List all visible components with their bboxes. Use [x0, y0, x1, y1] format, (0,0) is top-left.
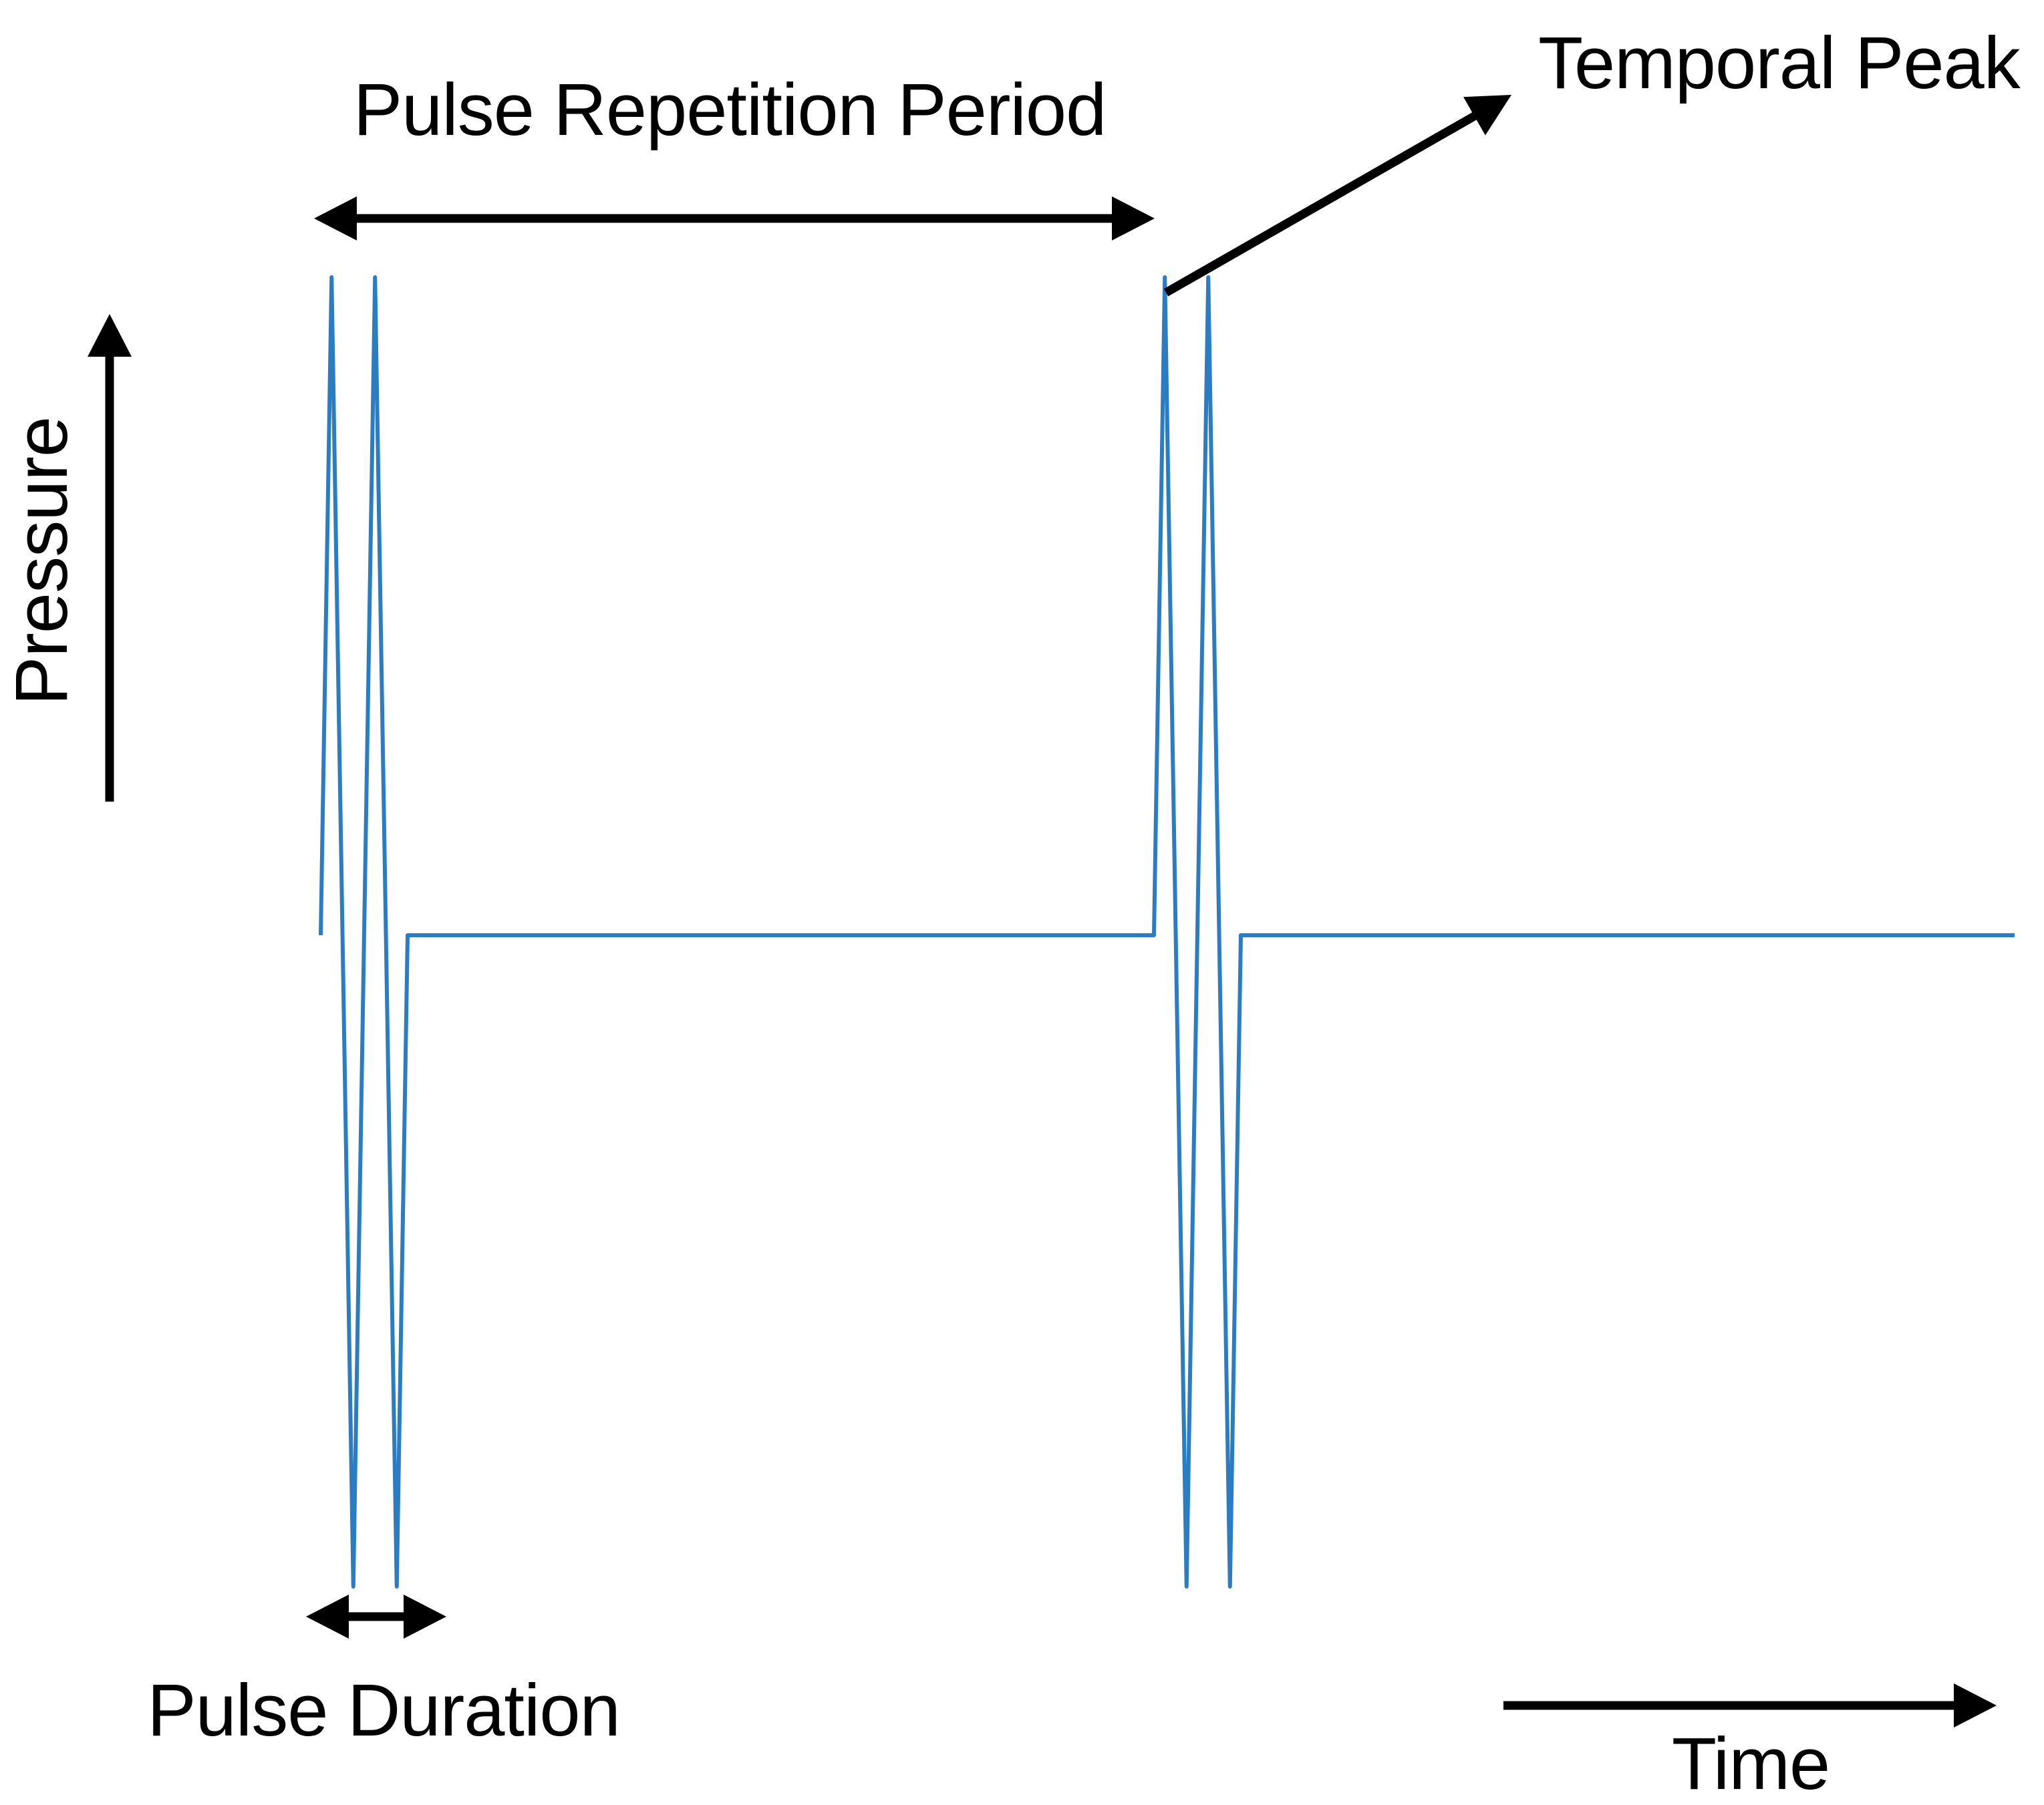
- temporal-peak-pointer-arrow-shaft: [1163, 109, 1483, 297]
- time-axis-arrow: [1503, 1683, 1997, 1728]
- pulse-duration-arrow: [306, 1595, 446, 1639]
- pulse-repetition-period-arrow-head: [1112, 196, 1155, 240]
- pulse-repetition-period-arrow: [314, 196, 1155, 240]
- pulse-repetition-period-label: Pulse Repetition Period: [353, 69, 1107, 151]
- pulse-repetition-period-arrow-head: [314, 196, 357, 240]
- pressure-axis-arrow-head: [88, 314, 132, 357]
- pressure-axis-arrow: [88, 314, 132, 802]
- pulse-duration-arrow-head: [306, 1595, 349, 1639]
- pulse-duration-arrow-head: [404, 1595, 446, 1639]
- pressure-waveform-line: [319, 275, 2015, 1589]
- pressure-axis-label: Pressure: [1, 417, 83, 705]
- time-axis-arrow-head: [1954, 1683, 1997, 1728]
- temporal-peak-pointer-arrow: [1163, 95, 1511, 297]
- temporal-peak-label: Temporal Peak: [1538, 22, 2021, 104]
- temporal-peak-pointer-arrow-head: [1463, 95, 1511, 136]
- time-axis-label: Time: [1672, 1723, 1830, 1805]
- pulse-duration-label: Pulse Duration: [147, 1669, 620, 1752]
